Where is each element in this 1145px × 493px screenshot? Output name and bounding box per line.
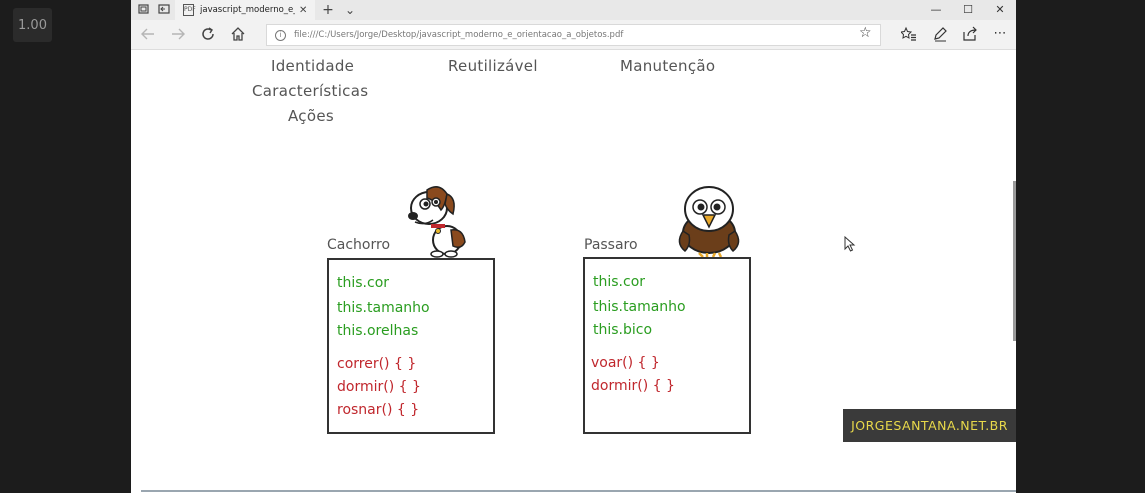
back-icon[interactable]: [139, 26, 157, 44]
refresh-icon[interactable]: [199, 26, 217, 44]
tab-pdf[interactable]: PDF javascript_moderno_e_c ✕: [175, 0, 315, 20]
class-box-cachorro: this.cor this.tamanho this.orelhas corre…: [327, 258, 495, 434]
word-identidade: Identidade: [271, 57, 355, 75]
maximize-button[interactable]: ☐: [963, 3, 973, 16]
method-dormir: dormir() { }: [337, 379, 421, 395]
info-icon[interactable]: i: [275, 29, 286, 41]
method-correr: correr() { }: [337, 356, 417, 372]
favorites-list-icon[interactable]: [899, 26, 918, 46]
share-icon[interactable]: [961, 26, 979, 46]
pen-icon[interactable]: [931, 26, 949, 46]
word-manutencao: Manutenção: [620, 57, 716, 75]
method-voar: voar() { }: [591, 355, 660, 371]
property-cor: this.cor: [337, 275, 390, 291]
pdf-file-icon: PDF: [183, 4, 196, 16]
minimize-button[interactable]: —: [930, 3, 942, 16]
pdf-page: Identidade Características Ações Reutili…: [131, 51, 1016, 493]
forward-icon[interactable]: [169, 26, 187, 44]
dog-image: [408, 186, 466, 258]
browser-window: PDF javascript_moderno_e_c ✕ + ⌄ — ☐ ✕ i…: [131, 0, 1016, 493]
tab-title: javascript_moderno_e_c: [200, 5, 295, 15]
word-caracteristicas: Características: [252, 82, 369, 100]
method-rosnar: rosnar() { }: [337, 402, 420, 418]
navigation-bar: i file:///C:/Users/Jorge/Desktop/javascr…: [131, 20, 1016, 50]
set-aside-icon[interactable]: [157, 3, 171, 17]
method-dormir: dormir() { }: [591, 378, 675, 394]
tab-bar: PDF javascript_moderno_e_c ✕ + ⌄ — ☐ ✕: [131, 0, 1016, 20]
zoom-level-badge: 1.00: [13, 8, 52, 42]
eagle-image: [678, 186, 740, 257]
new-tab-button[interactable]: +: [322, 2, 334, 18]
word-reutilizavel: Reutilizável: [448, 57, 538, 75]
property-cor: this.cor: [593, 274, 646, 290]
tab-list-chevron-icon[interactable]: ⌄: [344, 3, 356, 17]
tab-manager-icon[interactable]: [137, 3, 151, 17]
more-icon[interactable]: ⋯: [993, 26, 1007, 41]
property-orelhas: this.orelhas: [337, 323, 419, 339]
home-icon[interactable]: [229, 26, 247, 44]
address-bar[interactable]: i file:///C:/Users/Jorge/Desktop/javascr…: [266, 24, 881, 46]
address-url: file:///C:/Users/Jorge/Desktop/javascrip…: [294, 30, 624, 40]
class-box-passaro: this.cor this.tamanho this.bico voar() {…: [583, 257, 751, 434]
word-acoes: Ações: [288, 107, 334, 125]
property-tamanho: this.tamanho: [337, 300, 430, 316]
favorite-star-icon[interactable]: ☆: [859, 25, 872, 41]
page-bottom-divider: [141, 490, 1016, 492]
mouse-cursor-icon: [844, 236, 856, 252]
vertical-scrollbar[interactable]: [1013, 181, 1016, 341]
close-window-button[interactable]: ✕: [995, 3, 1005, 16]
property-bico: this.bico: [593, 322, 653, 338]
watermark-banner: JORGESANTANA.NET.BR: [843, 409, 1016, 442]
tab-close-icon[interactable]: ✕: [299, 4, 308, 16]
class-name-passaro: Passaro: [584, 237, 638, 253]
property-tamanho: this.tamanho: [593, 299, 686, 315]
class-name-cachorro: Cachorro: [327, 237, 391, 253]
